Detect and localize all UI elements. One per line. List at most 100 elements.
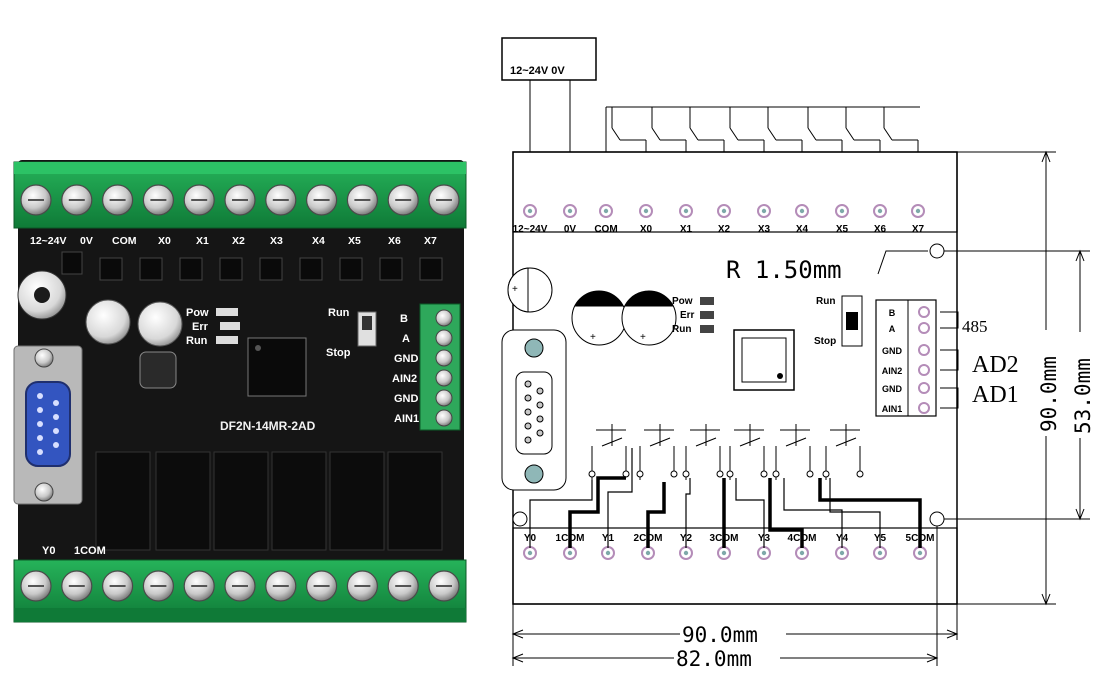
diag-top-terminal-label: 0V xyxy=(564,224,577,235)
diag-right-terminal-label: A xyxy=(889,324,896,334)
photo-right-terminal-label: AIN1 xyxy=(394,413,419,425)
diag-right-terminal-label: GND xyxy=(882,384,903,394)
photo-right-terminal-label: A xyxy=(402,333,410,345)
photo-right-terminal-label: GND xyxy=(394,353,419,365)
terminal-pin xyxy=(918,364,930,376)
photo-top-terminal-label: X7 xyxy=(424,235,437,247)
top-terminal-screws xyxy=(20,184,460,216)
diagram-run-stop-switch: Run Stop xyxy=(814,295,863,347)
smd-components xyxy=(61,251,443,281)
diag-led-pow: Pow xyxy=(672,296,693,307)
led-run-label: Run xyxy=(186,335,208,347)
diag-led-run: Run xyxy=(672,324,691,335)
switch-stop-label: Stop xyxy=(326,347,351,359)
right-terminal-screws xyxy=(435,309,453,427)
diag-led-err: Err xyxy=(680,310,695,321)
photo-right-terminal-label: GND xyxy=(394,393,419,405)
diagram-analog-terminal xyxy=(875,299,937,417)
diagram-mcu-chip xyxy=(733,329,795,391)
dim-width-outer: 90.0mm xyxy=(682,623,758,647)
diag-right-terminal-label: B xyxy=(889,308,896,318)
led-err-label: Err xyxy=(192,321,209,333)
photo-top-terminal-label: X1 xyxy=(196,235,209,247)
photo-top-terminal-label: 12~24V xyxy=(30,235,67,247)
board-run-stop-switch: Run Stop xyxy=(326,307,377,359)
photo-top-terminal-label: COM xyxy=(112,235,137,247)
ad2-label: AD2 xyxy=(972,352,1019,378)
diagram-led-labels: Pow Err Run xyxy=(672,296,714,335)
diag-top-terminal-label: X3 xyxy=(758,224,771,235)
terminal-screw xyxy=(435,389,453,407)
photo-top-terminal-label: X0 xyxy=(158,235,171,247)
photo-top-terminal-label: X2 xyxy=(232,235,245,247)
diag-top-terminal-label: X0 xyxy=(640,224,653,235)
diagram-db9 xyxy=(501,329,567,491)
inductor xyxy=(139,351,177,389)
terminal-screw xyxy=(435,409,453,427)
terminal-pin xyxy=(918,306,930,318)
diag-switch-run: Run xyxy=(816,296,835,307)
diag-top-terminal-label: X5 xyxy=(836,224,849,235)
diagram-capacitors xyxy=(507,267,677,346)
bottom-terminal-labels: Y0 1COM xyxy=(42,545,106,557)
diag-switch-stop: Stop xyxy=(814,336,836,347)
port-485-label: 485 xyxy=(962,317,988,336)
terminal-pin xyxy=(918,322,930,334)
photo-top-terminal-label: X3 xyxy=(270,235,283,247)
diag-top-terminal-label: X7 xyxy=(912,224,925,235)
diagram-top-terminals: 12~24V 0V COM X0 X1 X2 X3 X4 X5 X6 X7 xyxy=(513,204,925,235)
db9-connector xyxy=(13,345,83,505)
top-terminal-outline xyxy=(512,151,958,233)
photo-right-terminal-label: AIN2 xyxy=(392,373,417,385)
photo-top-terminal-label: 0V xyxy=(80,235,93,247)
bottom-terminal-screws xyxy=(20,570,460,602)
power-supply-label: 12~24V 0V xyxy=(510,65,565,77)
top-terminal-labels: 12~24V 0V COM X0 X1 X2 X3 X4 X5 X6 X7 xyxy=(30,235,437,247)
photo-top-terminal-label: X4 xyxy=(312,235,325,247)
dim-width-inner: 82.0mm xyxy=(676,647,752,671)
diag-top-terminal-label: X4 xyxy=(796,224,809,235)
photo-top-terminal-label: X6 xyxy=(388,235,401,247)
mounting-holes xyxy=(512,243,945,527)
diag-top-terminal-label: X1 xyxy=(680,224,693,235)
board-led-labels: Pow Err Run xyxy=(186,307,209,347)
diag-top-terminal-label: 12~24V xyxy=(513,224,548,235)
terminal-screw xyxy=(435,369,453,387)
terminal-pin xyxy=(918,344,930,356)
radius-callout: R 1.50mm xyxy=(726,250,928,284)
svg-text:+: + xyxy=(590,332,596,343)
svg-text:+: + xyxy=(512,284,518,295)
terminal-screw xyxy=(435,349,453,367)
right-terminal-block xyxy=(388,303,461,431)
terminal-pin xyxy=(918,402,930,414)
diag-right-terminal-label: GND xyxy=(882,346,903,356)
photo-right-terminal-label: B xyxy=(400,313,408,325)
photo-1com-label: 1COM xyxy=(74,545,106,557)
board-capacitors xyxy=(17,270,183,347)
analog-brackets xyxy=(940,311,959,409)
svg-text:+: + xyxy=(640,332,646,343)
bottom-terminal-outline xyxy=(512,527,958,605)
dim-height-inner: 53.0mm xyxy=(1071,358,1095,434)
diag-right-terminal-label: AIN1 xyxy=(882,404,903,414)
led-pow-label: Pow xyxy=(186,307,209,319)
diag-top-terminal-label: X6 xyxy=(874,224,887,235)
terminal-screw xyxy=(435,309,453,327)
radius-label: R 1.50mm xyxy=(726,256,842,284)
terminal-screw xyxy=(435,329,453,347)
ad1-label: AD1 xyxy=(972,382,1019,408)
dim-height-outer: 90.0mm xyxy=(1037,356,1061,432)
photo-top-terminal-label: X5 xyxy=(348,235,361,247)
diag-top-terminal-label: X2 xyxy=(718,224,731,235)
diag-right-terminal-label: AIN2 xyxy=(882,366,903,376)
relays xyxy=(95,451,443,551)
switch-run-label: Run xyxy=(328,307,350,319)
relay-wiring xyxy=(529,424,922,548)
diag-top-terminal-label: COM xyxy=(594,224,617,235)
terminal-pin xyxy=(918,382,930,394)
board-model: DF2N-14MR-2AD xyxy=(220,419,316,433)
